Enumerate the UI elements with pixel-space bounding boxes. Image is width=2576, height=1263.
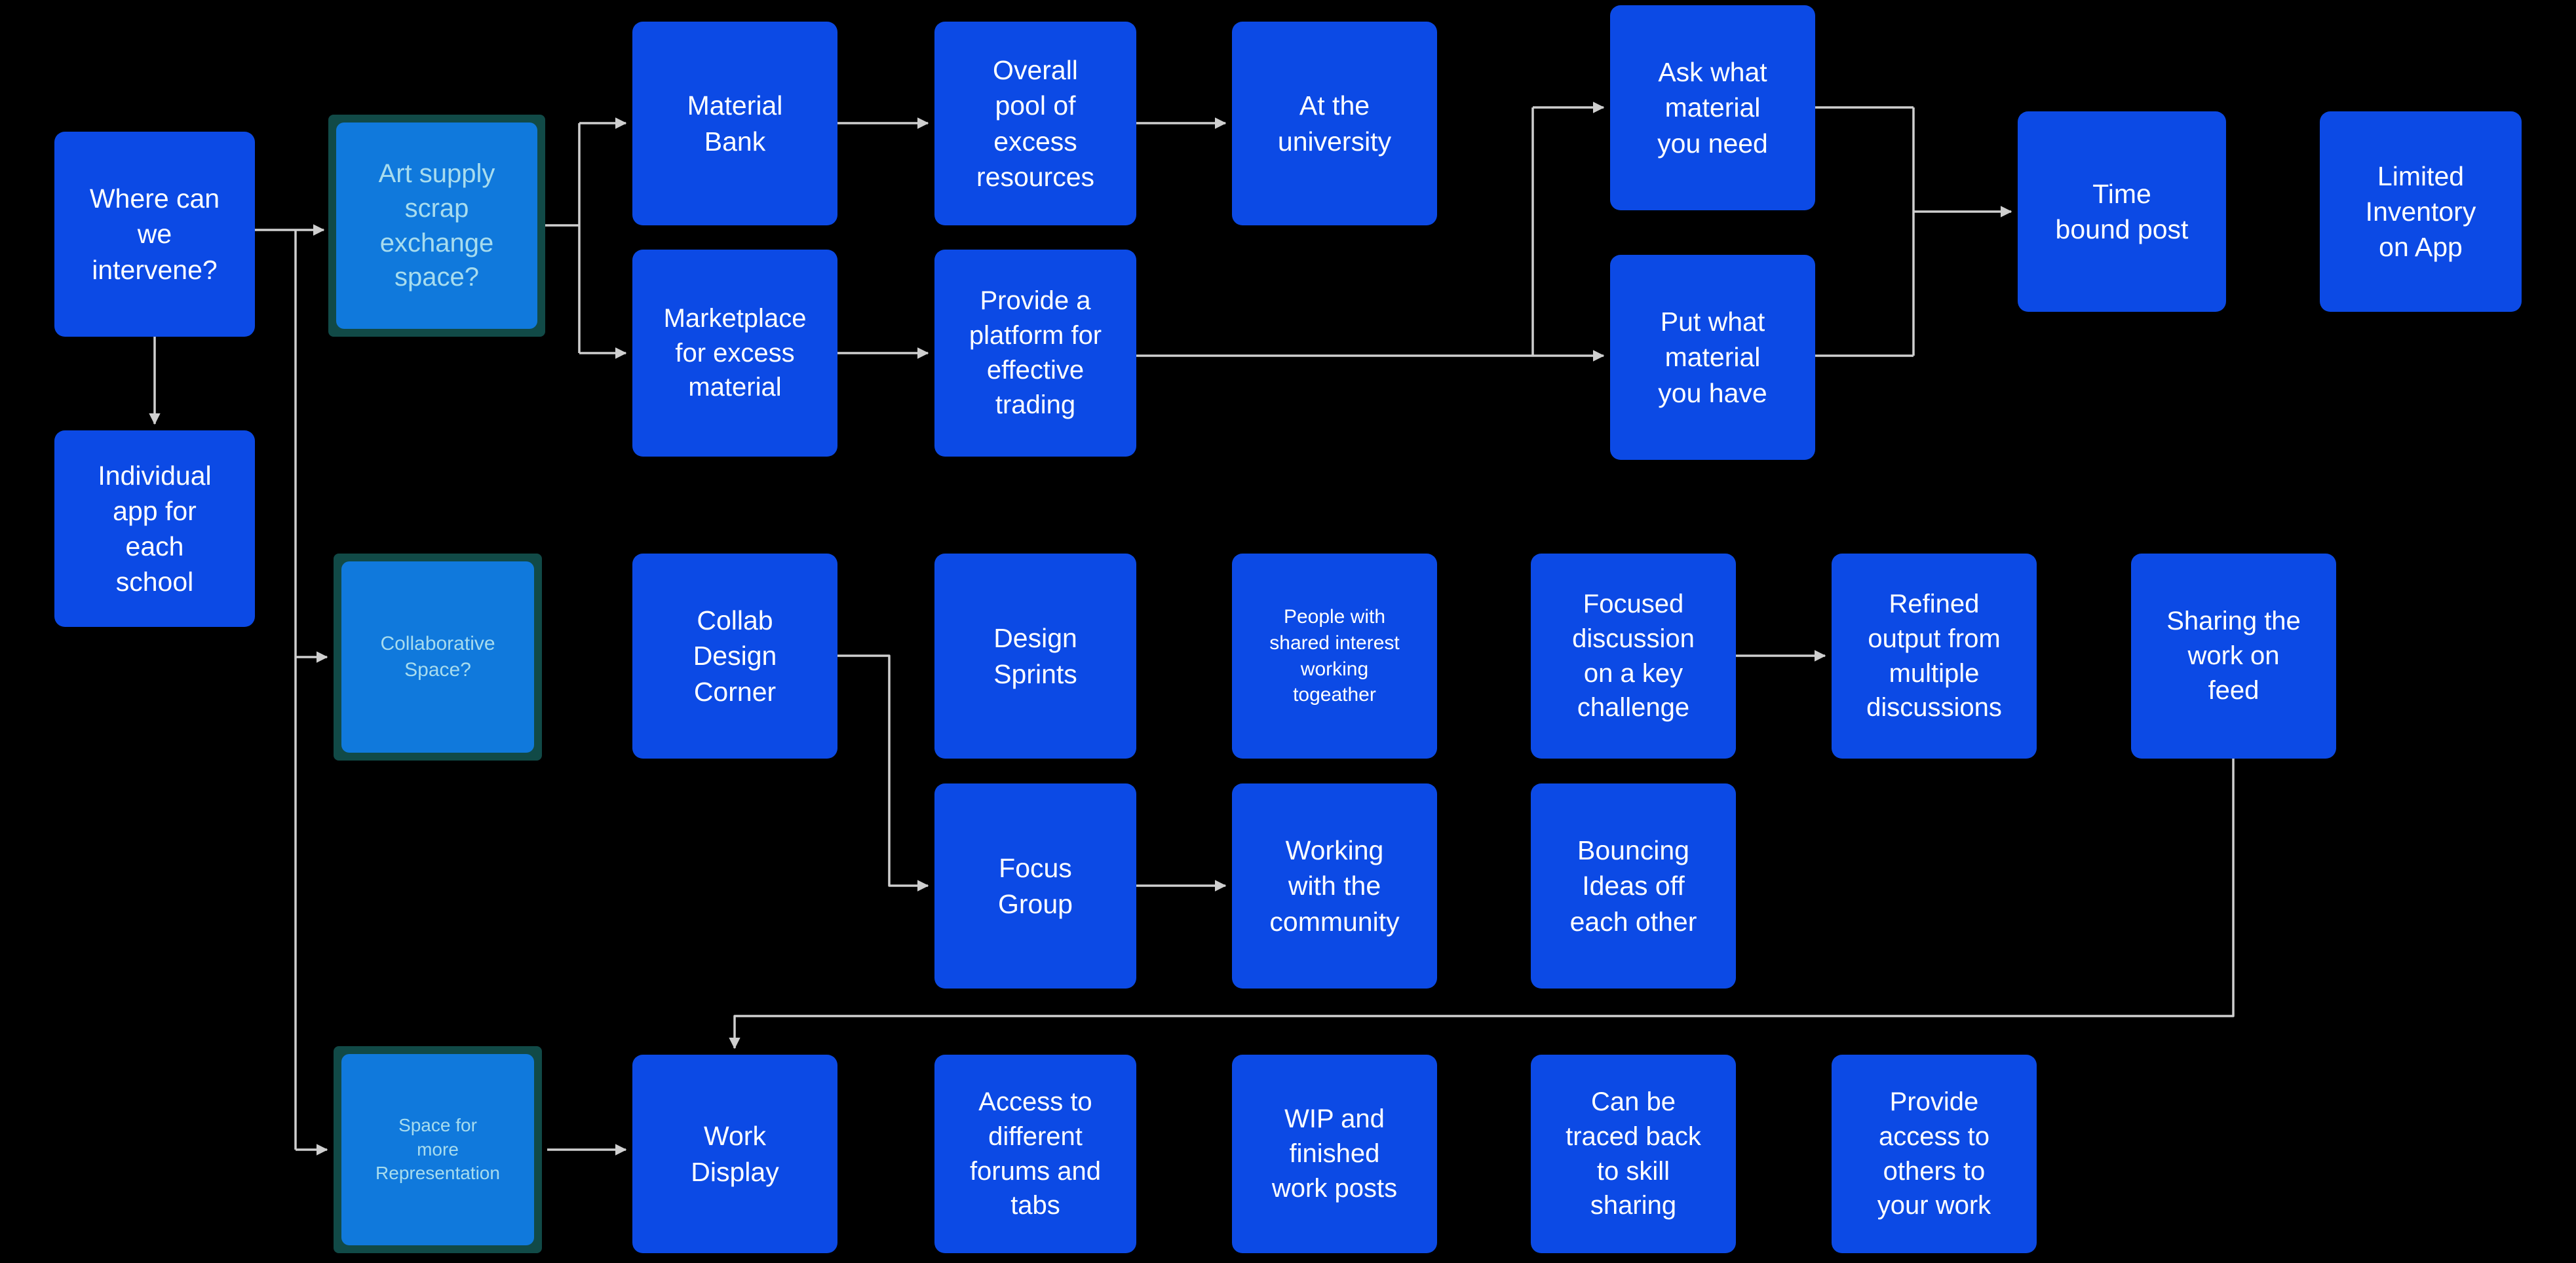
node-focus-group[interactable]: Focus Group — [934, 783, 1136, 989]
node-label-focus-group: Focus Group — [998, 853, 1073, 919]
connector-collab-design-to-focus-group[interactable] — [837, 654, 929, 892]
node-label-work-display: Work Display — [691, 1121, 779, 1187]
node-label-material-bank: Material Bank — [687, 90, 783, 157]
node-limited-inventory-on-app[interactable]: Limited Inventory on App — [2320, 111, 2522, 312]
node-label-sharing-the-work-on-feed: Sharing the work on feed — [2166, 607, 2301, 705]
node-label-individual-app-for-each-school: Individual app for each school — [98, 460, 212, 597]
node-label-design-sprints: Design Sprints — [993, 623, 1077, 689]
node-at-the-university[interactable]: At the university — [1232, 22, 1437, 225]
node-label-wip-and-finished-work-posts: WIP and finished work posts — [1271, 1104, 1398, 1203]
node-label-provide-a-platform-for-effective-trading: Provide a platform for effective trading — [969, 286, 1102, 419]
node-provide-access-to-others-to-your-work[interactable]: Provide access to others to your work — [1832, 1055, 2037, 1253]
node-label-ask-what-material-you-need: Ask what material you need — [1657, 57, 1768, 159]
node-design-sprints[interactable]: Design Sprints — [934, 554, 1136, 759]
node-label-limited-inventory-on-app: Limited Inventory on App — [2365, 160, 2476, 263]
node-work-display[interactable]: Work Display — [632, 1055, 837, 1253]
node-people-with-shared-interest-working-togeather[interactable]: People with shared interest working toge… — [1232, 554, 1437, 759]
node-sharing-the-work-on-feed[interactable]: Sharing the work on feed — [2131, 554, 2336, 759]
node-label-where-can-we-intervene: Where can we intervene? — [89, 183, 220, 285]
node-access-to-different-forums-and-tabs[interactable]: Access to different forums and tabs — [934, 1055, 1136, 1253]
node-space-for-more-representation[interactable]: Space for more Representation — [334, 1046, 542, 1253]
node-label-space-for-more-representation: Space for more Representation — [375, 1114, 500, 1184]
node-label-marketplace-for-excess-material: Marketplace for excess material — [663, 303, 807, 402]
node-collab-design-corner[interactable]: Collab Design Corner — [632, 554, 837, 759]
node-overall-pool-of-excess-resources[interactable]: Overall pool of excess resources — [934, 22, 1136, 225]
node-put-what-material-you-have[interactable]: Put what material you have — [1610, 255, 1815, 460]
node-label-can-be-traced-back-to-skill-sharing: Can be traced back to skill sharing — [1566, 1087, 1701, 1220]
node-art-supply-scrap-exchange-space-inner: Art supply scrap exchange space? — [336, 123, 537, 329]
node-collaborative-space-inner: Collaborative Space? — [341, 561, 534, 753]
node-where-can-we-intervene[interactable]: Where can we intervene? — [54, 132, 255, 337]
node-wip-and-finished-work-posts[interactable]: WIP and finished work posts — [1232, 1055, 1437, 1253]
node-label-collaborative-space: Collaborative Space? — [380, 633, 495, 681]
node-label-time-bound-post: Time bound post — [2055, 178, 2189, 244]
node-bouncing-ideas-off-each-other[interactable]: Bouncing Ideas off each other — [1531, 783, 1736, 989]
node-collaborative-space[interactable]: Collaborative Space? — [334, 554, 542, 761]
node-refined-output-from-multiple-discussions[interactable]: Refined output from multiple discussions — [1832, 554, 2037, 759]
node-working-with-the-community[interactable]: Working with the community — [1232, 783, 1437, 989]
node-individual-app-for-each-school[interactable]: Individual app for each school — [54, 430, 255, 627]
node-label-refined-output-from-multiple-discussions: Refined output from multiple discussions — [1866, 589, 2002, 723]
node-label-collab-design-corner: Collab Design Corner — [693, 605, 777, 707]
node-time-bound-post[interactable]: Time bound post — [2018, 111, 2226, 312]
node-label-bouncing-ideas-off-each-other: Bouncing Ideas off each other — [1569, 835, 1697, 937]
node-marketplace-for-excess-material[interactable]: Marketplace for excess material — [632, 250, 837, 457]
node-provide-a-platform-for-effective-trading[interactable]: Provide a platform for effective trading — [934, 250, 1136, 457]
node-label-provide-access-to-others-to-your-work: Provide access to others to your work — [1877, 1087, 1991, 1220]
node-can-be-traced-back-to-skill-sharing[interactable]: Can be traced back to skill sharing — [1531, 1055, 1736, 1253]
node-label-put-what-material-you-have: Put what material you have — [1658, 307, 1767, 408]
node-label-focused-discussion-on-a-key-challenge: Focused discussion on a key challenge — [1572, 589, 1695, 723]
node-art-supply-scrap-exchange-space[interactable]: Art supply scrap exchange space? — [328, 115, 545, 337]
connector-sharing-feed-to-work-display[interactable] — [729, 759, 2235, 1049]
node-focused-discussion-on-a-key-challenge[interactable]: Focused discussion on a key challenge — [1531, 554, 1736, 759]
node-ask-what-material-you-need[interactable]: Ask what material you need — [1610, 5, 1815, 210]
node-label-people-with-shared-interest-working-togeather: People with shared interest working toge… — [1269, 606, 1400, 706]
node-label-access-to-different-forums-and-tabs: Access to different forums and tabs — [969, 1087, 1102, 1220]
node-space-for-more-representation-inner: Space for more Representation — [341, 1054, 534, 1245]
node-label-working-with-the-community: Working with the community — [1269, 835, 1400, 937]
node-label-overall-pool-of-excess-resources: Overall pool of excess resources — [976, 55, 1094, 192]
node-material-bank[interactable]: Material Bank — [632, 22, 837, 225]
node-label-at-the-university: At the university — [1277, 90, 1392, 157]
node-label-art-supply-scrap-exchange-space: Art supply scrap exchange space? — [378, 159, 495, 292]
